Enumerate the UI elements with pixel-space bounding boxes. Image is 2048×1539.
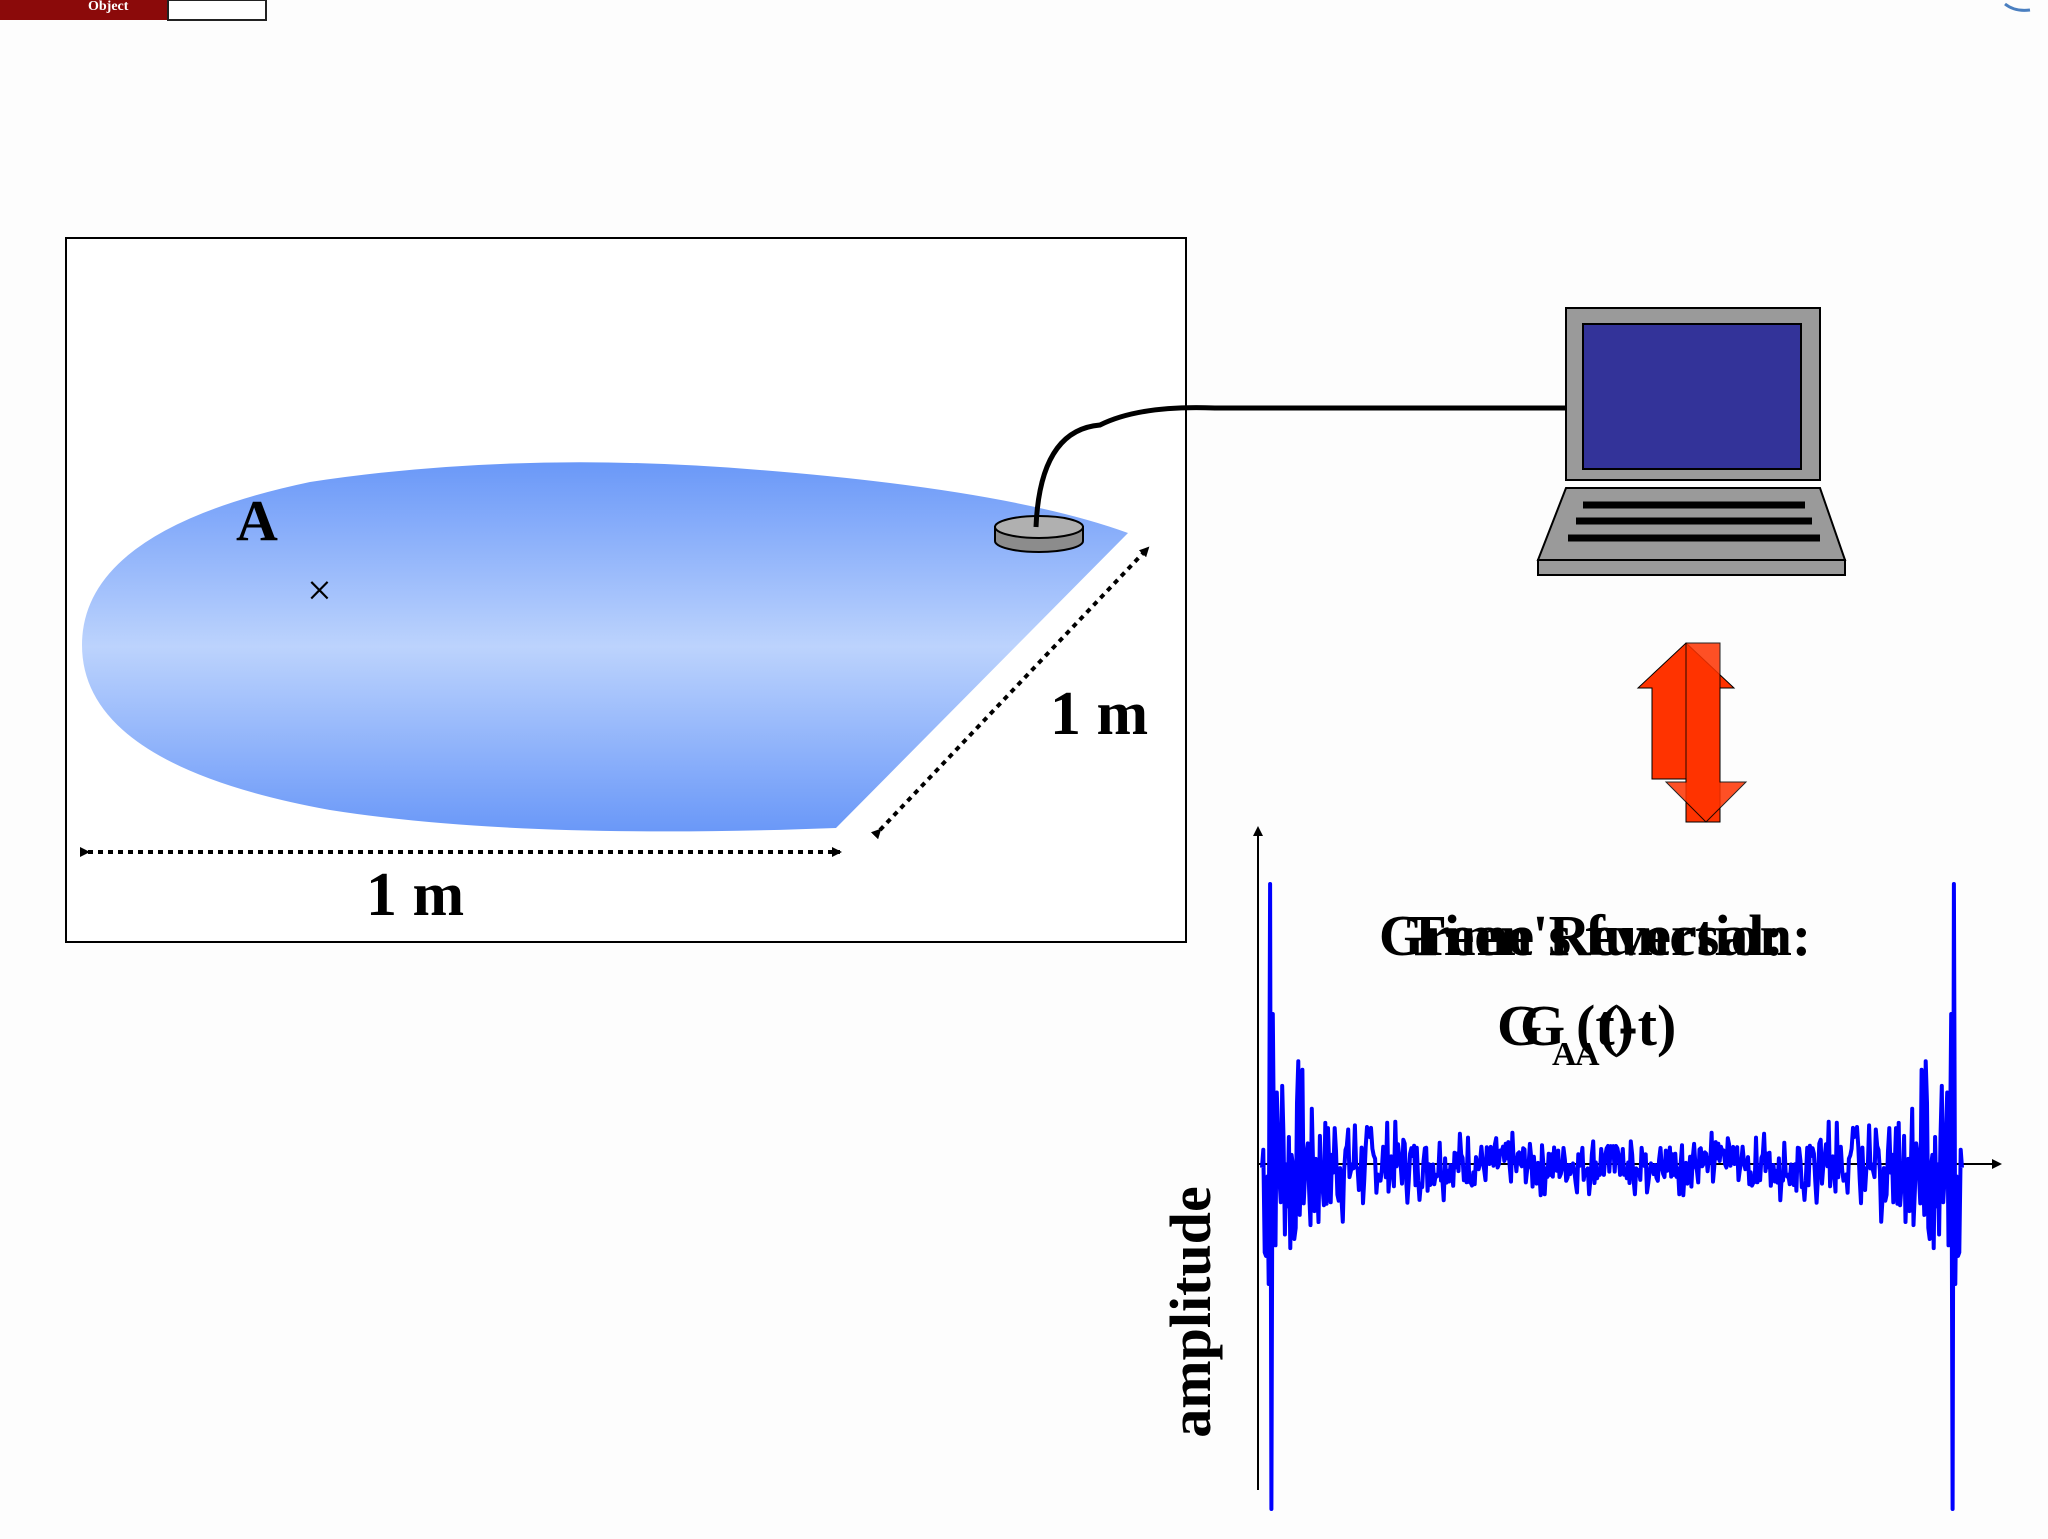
bidirectional-arrow-icon xyxy=(1636,642,1748,823)
corner-mark-icon xyxy=(2004,2,2031,12)
logo-text: Object xyxy=(88,0,129,14)
svg-text:(t): (t) xyxy=(1576,993,1634,1058)
laptop-icon xyxy=(1536,307,1847,576)
plot-subtitle-green: G A (t) xyxy=(1497,993,1634,1073)
svg-text:A: A xyxy=(1552,1036,1577,1073)
depth-dimension-arrow xyxy=(870,546,1150,840)
signal-trace xyxy=(1260,882,1964,1511)
logo: Object xyxy=(0,0,267,21)
transducer xyxy=(994,515,1084,553)
svg-text:A: A xyxy=(1575,1036,1600,1073)
svg-text:G: G xyxy=(1520,993,1565,1058)
experiment-panel: A × 1 m 1 m xyxy=(65,237,1187,943)
cable xyxy=(1033,405,1565,528)
plot-title-reversal: Time Reversal: xyxy=(1406,903,1783,968)
width-dimension-label: 1 m xyxy=(366,861,464,929)
svg-text:(-t): (-t) xyxy=(1599,993,1676,1058)
plot-title-green: Green's function: xyxy=(1379,903,1811,968)
depth-dimension-label: 1 m xyxy=(1050,680,1148,748)
point-marker-icon: × xyxy=(307,566,332,615)
signal-plot: amplitude Green's function: Time Reversa… xyxy=(1158,826,2002,1511)
plot-subtitle-reversal: G A (-t) xyxy=(1520,993,1676,1073)
point-label: A xyxy=(236,488,278,553)
y-axis-label: amplitude xyxy=(1158,1186,1223,1437)
svg-text:G: G xyxy=(1497,993,1542,1058)
plate-surface xyxy=(82,462,1128,832)
